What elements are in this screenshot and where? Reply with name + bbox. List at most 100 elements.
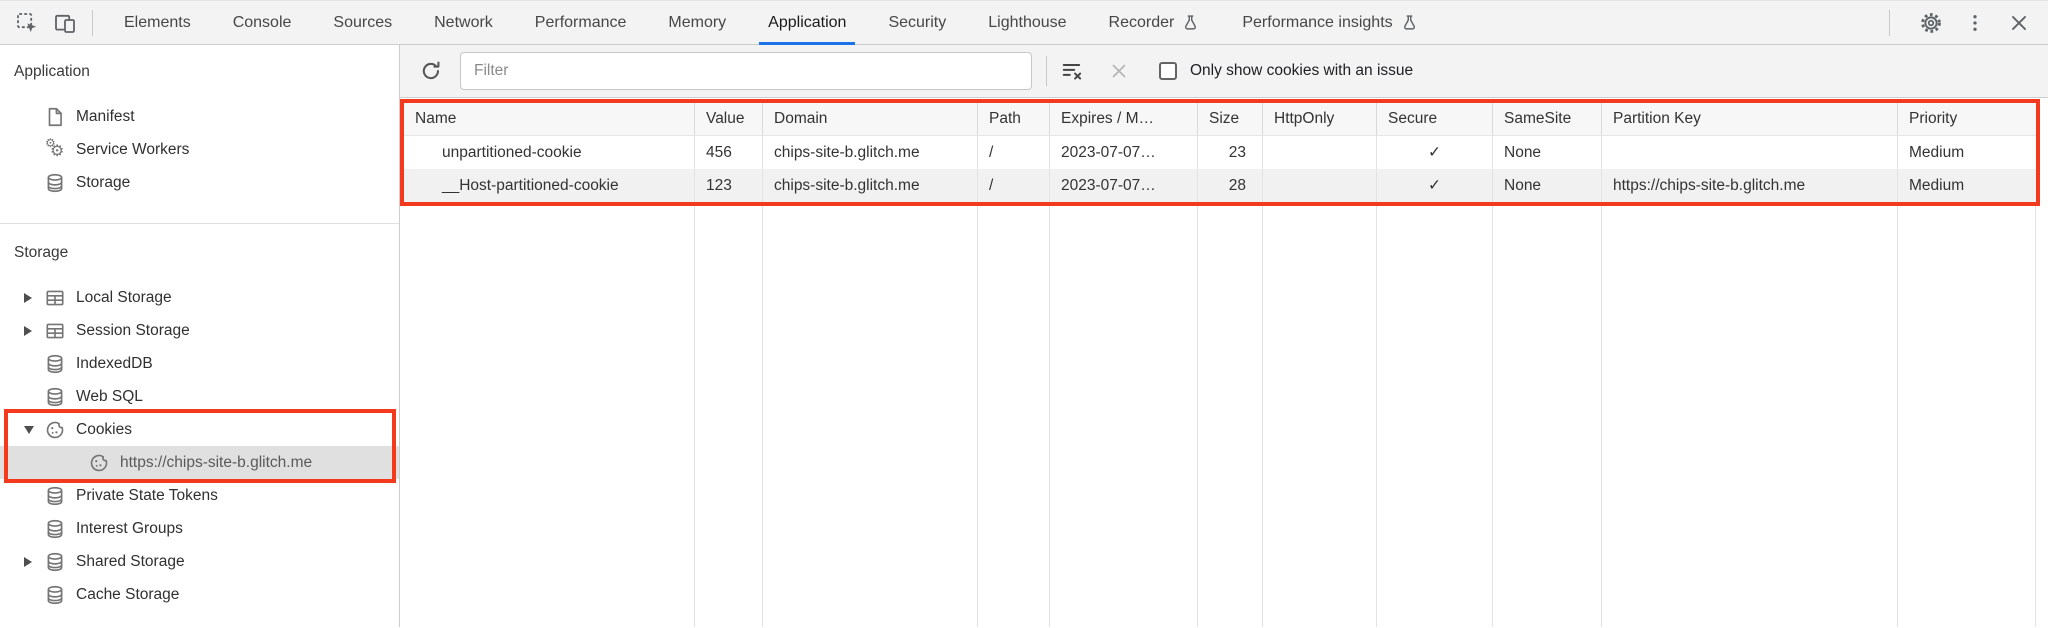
cell-domain[interactable]: chips-site-b.glitch.me — [763, 136, 978, 169]
only-issue-checkbox-label[interactable]: Only show cookies with an issue — [1190, 62, 1414, 79]
cell-httponly[interactable] — [1263, 169, 1377, 202]
tab-network[interactable]: Network — [413, 1, 514, 45]
tab-memory[interactable]: Memory — [647, 1, 747, 45]
tab-console[interactable]: Console — [212, 1, 313, 45]
cell-partition-key[interactable]: https://chips-site-b.glitch.me — [1602, 169, 1898, 202]
sidebar-item-interest-groups[interactable]: Interest Groups — [0, 512, 399, 545]
column-header-name[interactable]: Name — [404, 103, 695, 136]
column-header-secure[interactable]: Secure — [1377, 103, 1493, 136]
sidebar-item-label: Web SQL — [76, 387, 143, 405]
more-options-kebab-icon[interactable] — [1962, 10, 1988, 36]
sidebar-item-web-sql[interactable]: Web SQL — [0, 380, 399, 413]
sidebar-item-storage[interactable]: Storage — [0, 166, 399, 199]
sidebar-item-manifest[interactable]: Manifest — [0, 100, 399, 133]
sidebar-divider — [0, 223, 399, 224]
close-devtools-icon[interactable] — [2006, 10, 2032, 36]
cell-secure-checkmark[interactable]: ✓ — [1377, 169, 1493, 202]
only-issue-checkbox[interactable] — [1159, 62, 1177, 80]
tab-label: Recorder — [1108, 13, 1175, 31]
cell-priority[interactable]: Medium — [1898, 169, 2036, 202]
inspect-element-icon[interactable] — [14, 10, 40, 36]
filter-input[interactable] — [460, 52, 1032, 90]
database-icon — [44, 386, 66, 408]
cell-name[interactable]: unpartitioned-cookie — [404, 136, 695, 169]
tab-application[interactable]: Application — [747, 1, 867, 45]
sidebar-item-session-storage[interactable]: Session Storage — [0, 314, 399, 347]
application-sidebar: Application Manifest ⚙⚙ Service Workers … — [0, 45, 400, 627]
sidebar-item-service-workers[interactable]: ⚙⚙ Service Workers — [0, 133, 399, 166]
refresh-icon[interactable] — [416, 56, 446, 86]
tab-sources[interactable]: Sources — [312, 1, 413, 45]
cookie-row-unpartitioned[interactable]: unpartitioned-cookie 456 chips-site-b.gl… — [404, 136, 2036, 169]
database-icon — [44, 551, 66, 573]
sidebar-item-cookies[interactable]: Cookies — [0, 413, 399, 446]
cell-path[interactable]: / — [978, 136, 1050, 169]
tab-lighthouse[interactable]: Lighthouse — [967, 1, 1087, 45]
sidebar-item-cache-storage[interactable]: Cache Storage — [0, 578, 399, 611]
tab-label: Performance insights — [1242, 13, 1393, 31]
cookies-panel: Only show cookies with an issue Name Val… — [400, 45, 2048, 627]
delete-cookie-icon[interactable] — [1109, 61, 1129, 81]
cell-samesite[interactable]: None — [1493, 169, 1602, 202]
tab-performance-insights[interactable]: Performance insights — [1221, 1, 1439, 45]
cell-size[interactable]: 23 — [1198, 136, 1263, 169]
tab-elements[interactable]: Elements — [103, 1, 212, 45]
tab-label: Memory — [668, 13, 727, 31]
cell-partition-key[interactable] — [1602, 136, 1898, 169]
sidebar-item-label: Service Workers — [76, 140, 190, 158]
column-header-expires[interactable]: Expires / M… — [1050, 103, 1198, 136]
database-icon — [44, 518, 66, 540]
sidebar-item-indexeddb[interactable]: IndexedDB — [0, 347, 399, 380]
column-header-value[interactable]: Value — [695, 103, 763, 136]
column-header-domain[interactable]: Domain — [763, 103, 978, 136]
sidebar-item-label: Session Storage — [76, 321, 190, 339]
sidebar-item-private-state-tokens[interactable]: Private State Tokens — [0, 479, 399, 512]
manifest-file-icon — [44, 106, 66, 128]
settings-gear-icon[interactable] — [1918, 10, 1944, 36]
chevron-down-icon[interactable] — [24, 425, 34, 434]
column-header-priority[interactable]: Priority — [1898, 103, 2036, 136]
chevron-right-icon[interactable] — [24, 556, 32, 567]
sidebar-item-label: Storage — [76, 173, 131, 191]
cell-samesite[interactable]: None — [1493, 136, 1602, 169]
sidebar-item-cookies-origin-selected[interactable]: https://chips-site-b.glitch.me — [0, 446, 399, 479]
cell-value[interactable]: 456 — [695, 136, 763, 169]
tab-label: Application — [768, 13, 847, 31]
cell-domain[interactable]: chips-site-b.glitch.me — [763, 169, 978, 202]
column-header-path[interactable]: Path — [978, 103, 1050, 136]
sidebar-item-label: Manifest — [76, 107, 135, 125]
column-header-samesite[interactable]: SameSite — [1493, 103, 1602, 136]
table-icon — [44, 287, 66, 309]
cell-name[interactable]: __Host-partitioned-cookie — [404, 169, 695, 202]
tab-label: Sources — [333, 13, 393, 31]
cell-value[interactable]: 123 — [695, 169, 763, 202]
tab-label: Security — [888, 13, 947, 31]
sidebar-item-shared-storage[interactable]: Shared Storage — [0, 545, 399, 578]
tab-performance[interactable]: Performance — [514, 1, 648, 45]
cell-secure-checkmark[interactable]: ✓ — [1377, 136, 1493, 169]
tab-recorder[interactable]: Recorder — [1088, 1, 1222, 45]
clear-filter-icon[interactable] — [1061, 60, 1083, 82]
service-workers-gears-icon: ⚙⚙ — [45, 135, 65, 160]
experiment-flask-icon — [1400, 13, 1419, 32]
toolbar-divider — [92, 9, 93, 36]
cookie-row-host-partitioned[interactable]: __Host-partitioned-cookie 123 chips-site… — [404, 169, 2036, 202]
cell-path[interactable]: / — [978, 169, 1050, 202]
tab-security[interactable]: Security — [867, 1, 967, 45]
devtools-body: Application Manifest ⚙⚙ Service Workers … — [0, 45, 2048, 627]
cell-expires[interactable]: 2023-07-07… — [1050, 136, 1198, 169]
sidebar-item-label: Shared Storage — [76, 552, 185, 570]
cell-priority[interactable]: Medium — [1898, 136, 2036, 169]
device-toolbar-icon[interactable] — [52, 10, 78, 36]
chevron-right-icon[interactable] — [24, 292, 32, 303]
column-header-httponly[interactable]: HttpOnly — [1263, 103, 1377, 136]
cell-size[interactable]: 28 — [1198, 169, 1263, 202]
column-header-partition-key[interactable]: Partition Key — [1602, 103, 1898, 136]
cell-expires[interactable]: 2023-07-07… — [1050, 169, 1198, 202]
sidebar-item-local-storage[interactable]: Local Storage — [0, 281, 399, 314]
column-header-size[interactable]: Size — [1198, 103, 1263, 136]
sidebar-item-label: IndexedDB — [76, 354, 153, 372]
cell-httponly[interactable] — [1263, 136, 1377, 169]
chevron-right-icon[interactable] — [24, 325, 32, 336]
